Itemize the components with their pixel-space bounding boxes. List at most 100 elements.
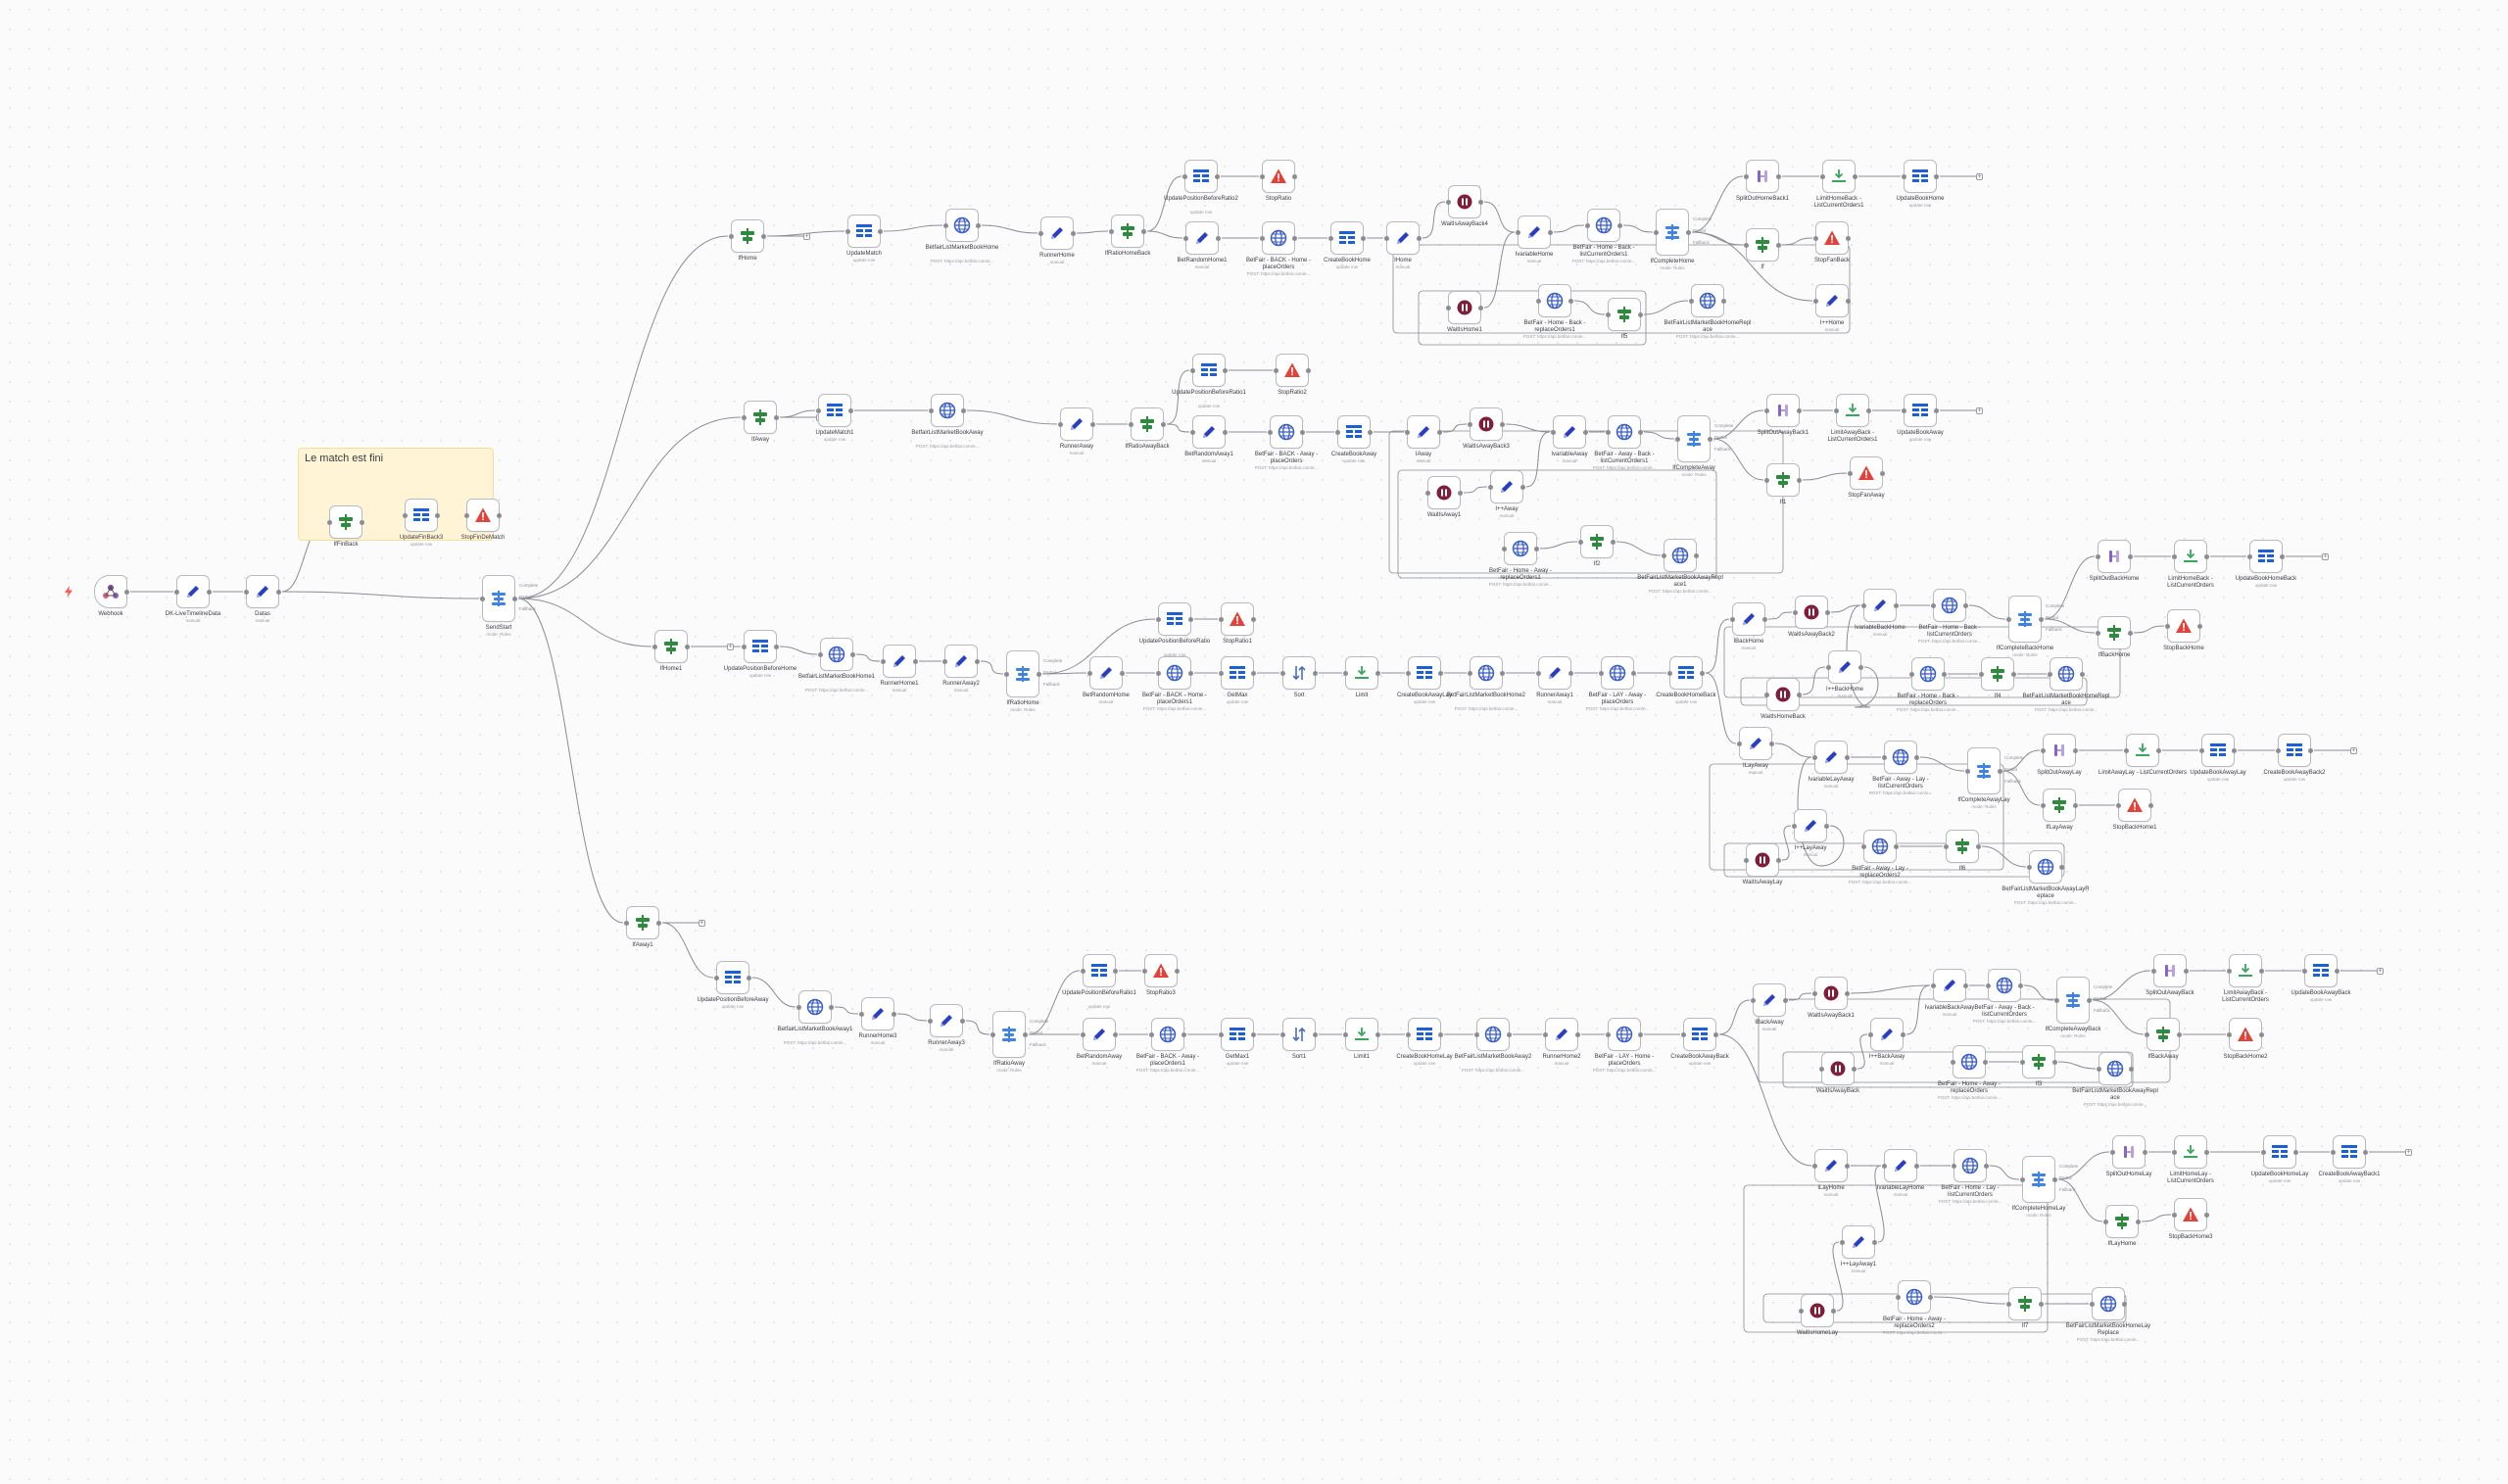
output-port[interactable] [1783, 997, 1788, 1003]
node-updposbefore[interactable] [1182, 160, 1220, 193]
output-port[interactable] [1568, 298, 1573, 304]
output-port[interactable] [1638, 311, 1643, 317]
node-ifratioawayback[interactable] [1129, 407, 1166, 441]
input-port[interactable] [1902, 407, 1906, 413]
input-port[interactable] [881, 658, 886, 664]
input-port[interactable] [624, 920, 629, 926]
input-port[interactable] [1979, 671, 1984, 677]
input-port[interactable] [2172, 553, 2177, 559]
output-port[interactable] [2204, 553, 2209, 559]
output-port[interactable] [2308, 747, 2313, 753]
output-port[interactable] [1251, 616, 1256, 622]
input-port[interactable] [1882, 754, 1887, 760]
node-runneraway3[interactable] [928, 1004, 965, 1037]
node-ifhome[interactable] [729, 219, 766, 253]
node-if_a[interactable] [1744, 228, 1781, 262]
output-port[interactable] [1769, 741, 1774, 746]
output-port[interactable] [2136, 1219, 2141, 1224]
node-updbookaway[interactable] [1902, 394, 1939, 427]
node-stopratio3[interactable] [1142, 954, 1180, 987]
output-port[interactable] [1120, 670, 1125, 676]
output-port[interactable] [1998, 768, 2002, 774]
node-stopfin[interactable] [464, 499, 502, 532]
output-port[interactable] [1113, 968, 1118, 974]
output-port[interactable] [829, 1004, 834, 1010]
output-port[interactable] [1313, 1031, 1318, 1037]
input-port[interactable] [1764, 692, 1769, 697]
input-port[interactable] [2096, 630, 2100, 636]
input-port[interactable] [2276, 747, 2281, 753]
input-port[interactable] [480, 596, 485, 601]
output-port[interactable] [1797, 477, 1802, 483]
input-port[interactable] [2116, 802, 2121, 808]
node-bfbackawayplace1[interactable] [1149, 1018, 1186, 1051]
output-port[interactable] [1292, 173, 1297, 179]
node-ivariablelayaway[interactable] [1812, 741, 1850, 774]
node-createbookaway[interactable] [1335, 415, 1373, 449]
node-bfhomeawayreplace2[interactable] [1896, 1280, 1933, 1314]
input-port[interactable] [2048, 671, 2052, 677]
node-stopratio2[interactable] [1274, 354, 1311, 387]
input-port[interactable] [714, 975, 719, 981]
input-port[interactable] [1834, 407, 1839, 413]
node-iplushome[interactable] [1813, 284, 1851, 317]
input-port[interactable] [1129, 421, 1133, 427]
input-port[interactable] [818, 651, 823, 657]
node-runneraway1[interactable] [1536, 656, 1573, 690]
output-port[interactable] [1853, 173, 1857, 179]
output-port[interactable] [1500, 421, 1505, 427]
input-port[interactable] [1737, 741, 1742, 746]
node-runnerhome3[interactable] [859, 997, 896, 1030]
output-port[interactable] [1313, 670, 1318, 676]
node-bfbackhomeplace[interactable] [1260, 221, 1297, 255]
output-port[interactable] [2011, 671, 2016, 677]
output-port[interactable] [1306, 367, 1311, 373]
output-port[interactable] [761, 233, 766, 239]
output-port[interactable] [2052, 1176, 2057, 1182]
input-port[interactable] [2006, 1301, 2011, 1307]
output-port[interactable] [1188, 670, 1193, 676]
output-port[interactable] [2184, 968, 2189, 974]
node-ivariablebackhome[interactable] [1861, 589, 1899, 622]
node-bfawaylaylist[interactable] [1882, 741, 1919, 774]
input-port[interactable] [1965, 768, 1970, 774]
node-stopbackhome1[interactable] [2116, 789, 2153, 822]
node-ifaway[interactable] [742, 401, 779, 434]
input-port[interactable] [2041, 747, 2046, 753]
input-port[interactable] [2027, 864, 2032, 870]
output-port[interactable] [1548, 229, 1553, 235]
input-port[interactable] [742, 644, 747, 649]
input-port[interactable] [1058, 421, 1063, 427]
input-port[interactable] [1543, 1031, 1548, 1037]
output-port[interactable] [1776, 857, 1781, 863]
node-updposbefore1[interactable] [1190, 354, 1228, 387]
input-port[interactable] [1516, 229, 1520, 235]
node-createbookhome[interactable] [1328, 221, 1366, 255]
output-port[interactable] [1361, 235, 1366, 241]
output-port[interactable] [1188, 616, 1193, 622]
node-bflmbh2[interactable] [1468, 656, 1505, 690]
node-bfhomeawayreplace[interactable] [1951, 1045, 1988, 1078]
node-bflmbalayreplace[interactable] [2027, 850, 2064, 884]
add-node-button[interactable]: + [699, 919, 705, 927]
node-limit[interactable] [1343, 656, 1380, 690]
output-port[interactable] [1845, 754, 1850, 760]
output-port[interactable] [1845, 1163, 1850, 1169]
input-port[interactable] [2020, 1059, 2025, 1065]
output-port[interactable] [1037, 671, 1041, 677]
output-port[interactable] [975, 658, 980, 664]
node-getmax1[interactable] [1219, 1018, 1256, 1051]
output-port[interactable] [2363, 1149, 2368, 1155]
input-port[interactable] [1599, 670, 1604, 676]
output-port[interactable] [747, 975, 751, 981]
input-port[interactable] [1840, 1239, 1845, 1245]
output-port[interactable] [1161, 421, 1166, 427]
output-port[interactable] [2259, 968, 2264, 974]
output-port[interactable] [1825, 609, 1830, 615]
node-updbookhome[interactable] [1902, 160, 1939, 193]
input-port[interactable] [2331, 1149, 2336, 1155]
node-iaway[interactable] [1405, 415, 1442, 449]
output-port[interactable] [1776, 173, 1781, 179]
output-port[interactable] [1223, 367, 1228, 373]
node-waitisawayback3[interactable] [1468, 407, 1505, 441]
